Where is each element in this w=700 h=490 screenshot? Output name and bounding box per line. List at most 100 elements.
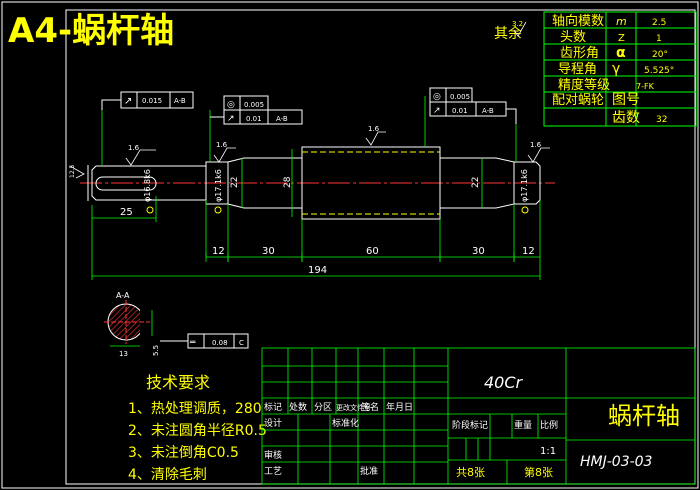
svg-text:═: ═ [189,338,196,348]
param-value-1: 1 [656,34,662,44]
tb-process-label: 工艺 [264,466,282,477]
general-roughness-value: 3.2 [512,20,523,28]
svg-text:0.08: 0.08 [212,339,228,347]
general-roughness-label: 其余 [494,25,522,42]
drawing-title: A4-蜗杆轴 [8,11,174,51]
tb-material: 40Cr [484,373,524,392]
tb-sheet-no: 第8张 [524,465,553,479]
param-symbol-2: α [616,45,626,61]
param-value-0: 2.5 [652,18,666,28]
tb-review-label: 审核 [264,449,282,461]
dim-12b: 12 [522,246,535,257]
dim-25: 25 [120,207,133,218]
roughness-r5: 12.5 [69,164,76,178]
dim-d-left: φ16.8k6 [143,169,152,202]
param-value-2: 20° [652,50,668,60]
datum-circle-mid [214,206,222,214]
tb-standard-label: 标准化 [332,417,359,429]
dim-60: 60 [366,246,379,257]
tb-sheets-total: 共8张 [456,466,485,479]
svg-text:0.005: 0.005 [244,101,264,109]
tb-drawing-no: HMJ-03-03 [580,454,652,470]
param-symbol-5: 图号 [612,92,640,108]
svg-text:0.01: 0.01 [452,107,468,115]
fcf-mid: ◎ 0.005 ↗ 0.01 A-B [210,95,303,125]
tech-req-item-1: 2、未注圆角半径R0.5 [128,423,267,439]
title-block [261,347,696,485]
tech-req-item-2: 3、未注倒角C0.5 [128,445,239,461]
dimension-lines [92,149,540,277]
tb-part-name: 蜗杆轴 [608,402,680,430]
section-view: A-A 13 5.5 [104,291,160,358]
svg-text:C: C [239,339,244,347]
param-symbol-0: m [616,15,627,28]
param-symbol-6: 齿数 [612,110,640,126]
svg-text:A-B: A-B [276,115,288,123]
tb-stage-label: 阶段标记 [452,419,488,431]
tech-req-heading: 技术要求 [146,373,210,392]
tb-header-mark: 标记 [264,401,282,413]
keyway [95,176,157,191]
svg-text:0.01: 0.01 [246,115,262,123]
dim-194: 194 [308,265,327,276]
param-symbol-1: Z [618,33,625,44]
tb-header-sign: 签名 [361,401,379,413]
dim-28: 28 [283,176,293,188]
svg-text:◎: ◎ [227,100,235,110]
svg-text:A-B: A-B [174,97,186,105]
param-name-2: 齿形角 [560,46,599,61]
roughness-r3: 1.6 [368,125,380,133]
fcf-left: ↗ 0.015 A-B [101,91,194,110]
roughness-r2: 1.6 [216,141,228,149]
svg-text:↗: ↗ [124,96,132,107]
tech-req-item-0: 1、热处理调质，280 [128,401,262,417]
tb-weight-label: 重量 [514,419,532,431]
dim-30a: 30 [262,246,275,257]
section-width: 13 [119,350,128,358]
general-roughness-symbol [513,21,527,37]
svg-text:0.005: 0.005 [450,93,470,101]
param-value-3: 5.525° [644,66,674,76]
roughness-symbols [69,131,550,179]
param-name-4: 精度等级 [558,77,610,93]
svg-text:0.015: 0.015 [142,97,162,105]
svg-text:◎: ◎ [433,92,441,102]
dim-d-right: φ17.1k6 [520,169,529,202]
tb-header-zone: 分区 [314,402,332,413]
tech-req-item-3: 4、清除毛刺 [128,467,207,483]
param-value-6: 32 [656,115,667,125]
param-name-5: 配对蜗轮 [552,92,604,108]
svg-text:↗: ↗ [433,106,441,116]
parameter-table: 轴向模数 m 2.5 头数 Z 1 齿形角 α 20° 导程角 γ 5.525°… [543,11,697,127]
param-value-4: 7-FK [636,82,655,91]
shaft-profile [87,146,541,220]
dim-d-mid: φ17.1k6 [214,169,223,202]
fcf-right: ◎ 0.005 ↗ 0.01 A-B [429,87,517,124]
tb-scale-value: 1:1 [540,446,556,457]
datum-circle-right [521,206,529,214]
dim-22a: 22 [230,177,240,188]
tb-header-date: 年月日 [386,401,413,413]
roughness-r4: 1.6 [530,141,542,149]
tb-design-label: 设计 [264,417,282,429]
tb-approve-label: 批准 [360,465,378,477]
param-name-3: 导程角 [558,62,597,77]
param-name-0: 轴向模数 [552,13,604,29]
section-label: A-A [116,291,130,300]
tb-header-change: 更改文件号 [336,403,371,412]
dim-30b: 30 [472,246,485,257]
datum-circle-left [146,206,154,214]
svg-text:↗: ↗ [227,114,235,124]
tb-scale-label: 比例 [540,419,558,431]
param-symbol-3: γ [612,61,620,77]
svg-text:A-B: A-B [482,107,494,115]
tb-header-count: 处数 [289,401,307,413]
dim-12a: 12 [212,246,225,257]
roughness-r1: 1.6 [128,144,140,152]
fcf-section: ═ 0.08 C [160,333,249,349]
dim-22b: 22 [471,177,481,188]
section-depth: 5.5 [152,345,160,356]
